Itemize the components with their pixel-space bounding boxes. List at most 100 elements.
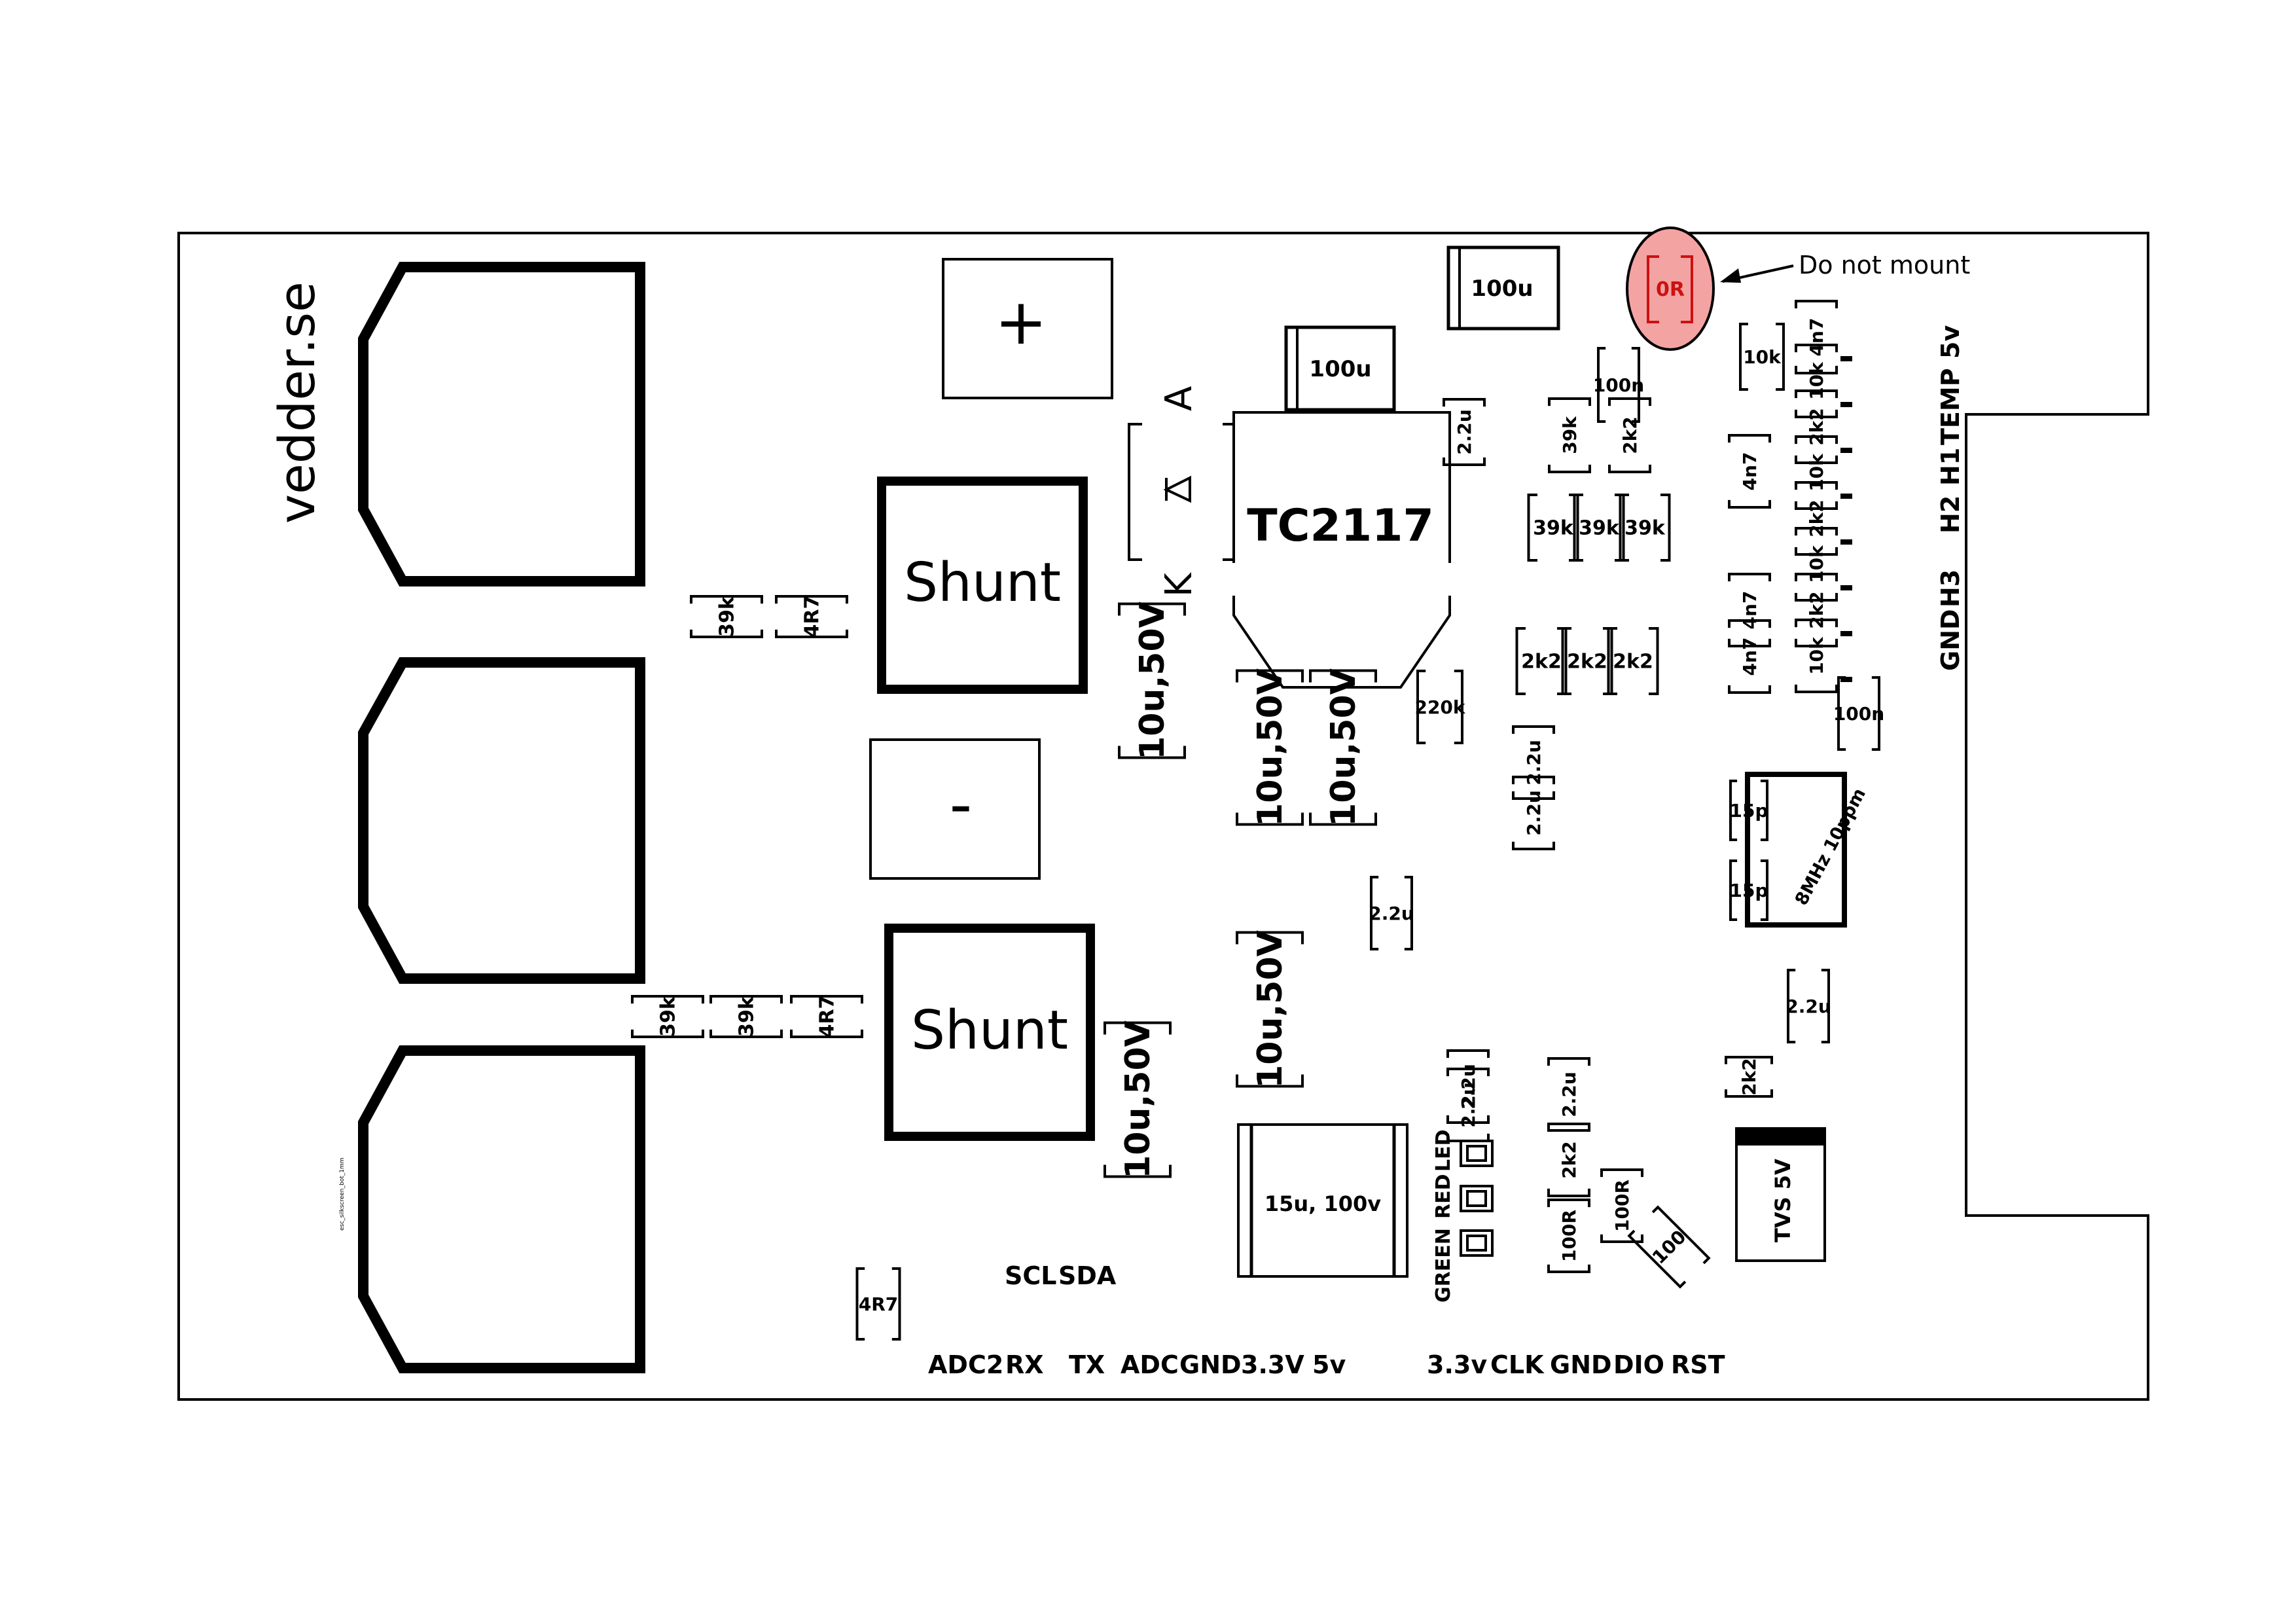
cap-4n7-a-label: 4n7 — [1739, 452, 1761, 491]
cap-2u2-ic: 2.2u — [1443, 398, 1486, 466]
r-4r7-bot: 4R7 — [790, 995, 863, 1038]
uart-label-rx: RX — [1005, 1350, 1044, 1379]
cap-2u2-swd-label: 2.2u — [1558, 1072, 1580, 1117]
r-2k2-h1: 2k2 — [1795, 389, 1838, 464]
cap-10u-50v-e-label: 10u,50V — [1119, 1020, 1158, 1179]
r-2k2-vref: 2k2 — [1608, 397, 1651, 473]
shunt-top — [877, 477, 1088, 694]
r-10k-h1: 10k — [1795, 344, 1838, 418]
cap-2u2-swd: 2.2u — [1547, 1057, 1590, 1132]
led-red-label: RED — [1432, 1174, 1455, 1219]
diode-cathode-label: K — [1158, 572, 1200, 597]
cap-100u-ic — [1284, 325, 1396, 412]
cap-2u2-led-b-label: 2.2u — [1458, 1082, 1479, 1128]
r-39k-bot-a-label: 39k — [657, 996, 680, 1037]
i2c-label-sda: SDA — [1058, 1261, 1117, 1290]
cap-15u-100v — [1237, 1123, 1408, 1278]
phase-pad-middle — [358, 657, 645, 984]
r-2k2-div-c: 2k2 — [1607, 627, 1659, 695]
diode-bracket-right — [1223, 423, 1234, 561]
cap-10u-50v-d-label: 10u,50V — [1251, 930, 1290, 1089]
minus-terminal-label: - — [950, 768, 973, 841]
r-39k-bot-b: 39k — [709, 995, 783, 1038]
r-4r7-bottom-label: 4R7 — [859, 1293, 899, 1315]
r-2k2-h1-label: 2k2 — [1806, 408, 1827, 446]
cap-2u2-c-label: 2.2u — [1369, 903, 1414, 924]
r0-part-label: 0R — [1656, 278, 1685, 301]
swd-label-gnd: GND — [1550, 1350, 1612, 1379]
r-2k2-vref-label: 2k2 — [1619, 416, 1641, 454]
r0-part-outline — [1647, 255, 1693, 323]
cap-2u2-b-label: 2.2u — [1523, 790, 1545, 836]
r-39k-div-c-label: 39k — [1624, 517, 1666, 540]
shunt-top-label: Shunt — [904, 552, 1061, 614]
tvs-cathode-band — [1736, 1128, 1825, 1146]
uart-label-adc2: ADC2 — [928, 1350, 1003, 1379]
r-10k-h3: 10k — [1795, 527, 1838, 602]
uart-label-adc: ADC — [1121, 1350, 1179, 1379]
r-4r7-bottom: 4R7 — [855, 1267, 901, 1341]
r-2k2-swd: 2k2 — [1547, 1123, 1590, 1197]
minus-terminal — [869, 738, 1041, 880]
hall-label-h3: H3 — [1936, 569, 1965, 607]
cap-10u-50v-a-label: 10u,50V — [1133, 602, 1172, 760]
cap-10u-50v-a: 10u,50V — [1118, 602, 1186, 760]
phase-pad-top — [358, 262, 645, 586]
uart-label-5v: 5v — [1312, 1350, 1346, 1379]
callout-arrowhead — [1720, 268, 1741, 283]
r-39k-top: 39k — [690, 595, 763, 638]
led-green-label: GREEN — [1432, 1228, 1455, 1303]
r-39k-div-a-label: 39k — [1533, 517, 1574, 540]
r-10k-h2: 10k — [1795, 435, 1838, 510]
callout-note: Do not mount — [1799, 251, 1970, 280]
tvs-label: TVS 5V — [1770, 1159, 1795, 1242]
cap-4n7-hall-label: 4n7 — [1806, 318, 1827, 357]
cap-10u-50v-e: 10u,50V — [1103, 1020, 1172, 1179]
plus-terminal — [942, 258, 1113, 399]
uart-label-gnd: GND — [1179, 1350, 1242, 1379]
r-2k2-div-a-label: 2k2 — [1521, 651, 1562, 674]
r-39k-top-label: 39k — [716, 596, 739, 637]
r-10k-h1-label: 10k — [1806, 361, 1827, 400]
r-100r-a-label: 100R — [1558, 1210, 1580, 1262]
r-100r-b: 100R — [1600, 1168, 1643, 1243]
r-2k2-div-b: 2k2 — [1561, 627, 1613, 695]
uart-label-tx: TX — [1069, 1350, 1105, 1379]
diode-anode-label: A — [1158, 386, 1200, 411]
cap-15u-label: 15u, 100v — [1265, 1191, 1381, 1216]
phase-pad-bottom — [358, 1045, 645, 1373]
crystal-label: 8MHz 10ppm — [1791, 785, 1870, 909]
cap-4n7-b-label: 4n7 — [1739, 591, 1761, 630]
r-39k-div-b: 39k — [1573, 494, 1625, 562]
cap-2u2-led-a-label: 2.2u — [1458, 1064, 1479, 1110]
cap-100u-top-label: 100u — [1471, 276, 1533, 302]
cap-100n-hall: 100n — [1833, 676, 1884, 751]
uart-label-3v3: 3.3V — [1241, 1350, 1304, 1379]
r-4r7-bot-label: 4R7 — [816, 996, 839, 1038]
r-39k-vref: 39k — [1548, 397, 1591, 473]
r-2k2-h3-label: 2k2 — [1806, 591, 1827, 629]
shunt-bottom-label: Shunt — [911, 1000, 1068, 1062]
r-2k2-h3: 2k2 — [1795, 573, 1838, 647]
regulator-ic-outline — [1232, 411, 1451, 689]
cap-4n7-hall: 4n7 — [1795, 300, 1838, 374]
cap-10u-50v-d: 10u,50V — [1236, 930, 1304, 1089]
cap-4n7-c-label: 4n7 — [1739, 638, 1761, 676]
cap-100n-hall-label: 100n — [1833, 703, 1884, 725]
r-10k-h3-label: 10k — [1806, 545, 1827, 583]
r-10k-hall-top: 10k — [1739, 323, 1785, 391]
r-39k-div-c: 39k — [1619, 494, 1671, 562]
board-outline — [177, 232, 2149, 1401]
r-100-angled: 100 — [1627, 1205, 1711, 1289]
r-39k-bot-b-label: 39k — [736, 996, 759, 1037]
cap-100n-top: 100n — [1593, 347, 1644, 423]
hall-label-h2: H2 — [1936, 496, 1965, 533]
swd-label-clk: CLK — [1490, 1350, 1545, 1379]
r-2k2-led: 2k2 — [1725, 1056, 1773, 1098]
swd-label-dio: DIO — [1613, 1350, 1664, 1379]
diode-symbol — [1163, 475, 1191, 503]
r-2k2-swd-label: 2k2 — [1558, 1141, 1580, 1179]
cap-2u2-b: 2.2u — [1512, 776, 1555, 850]
